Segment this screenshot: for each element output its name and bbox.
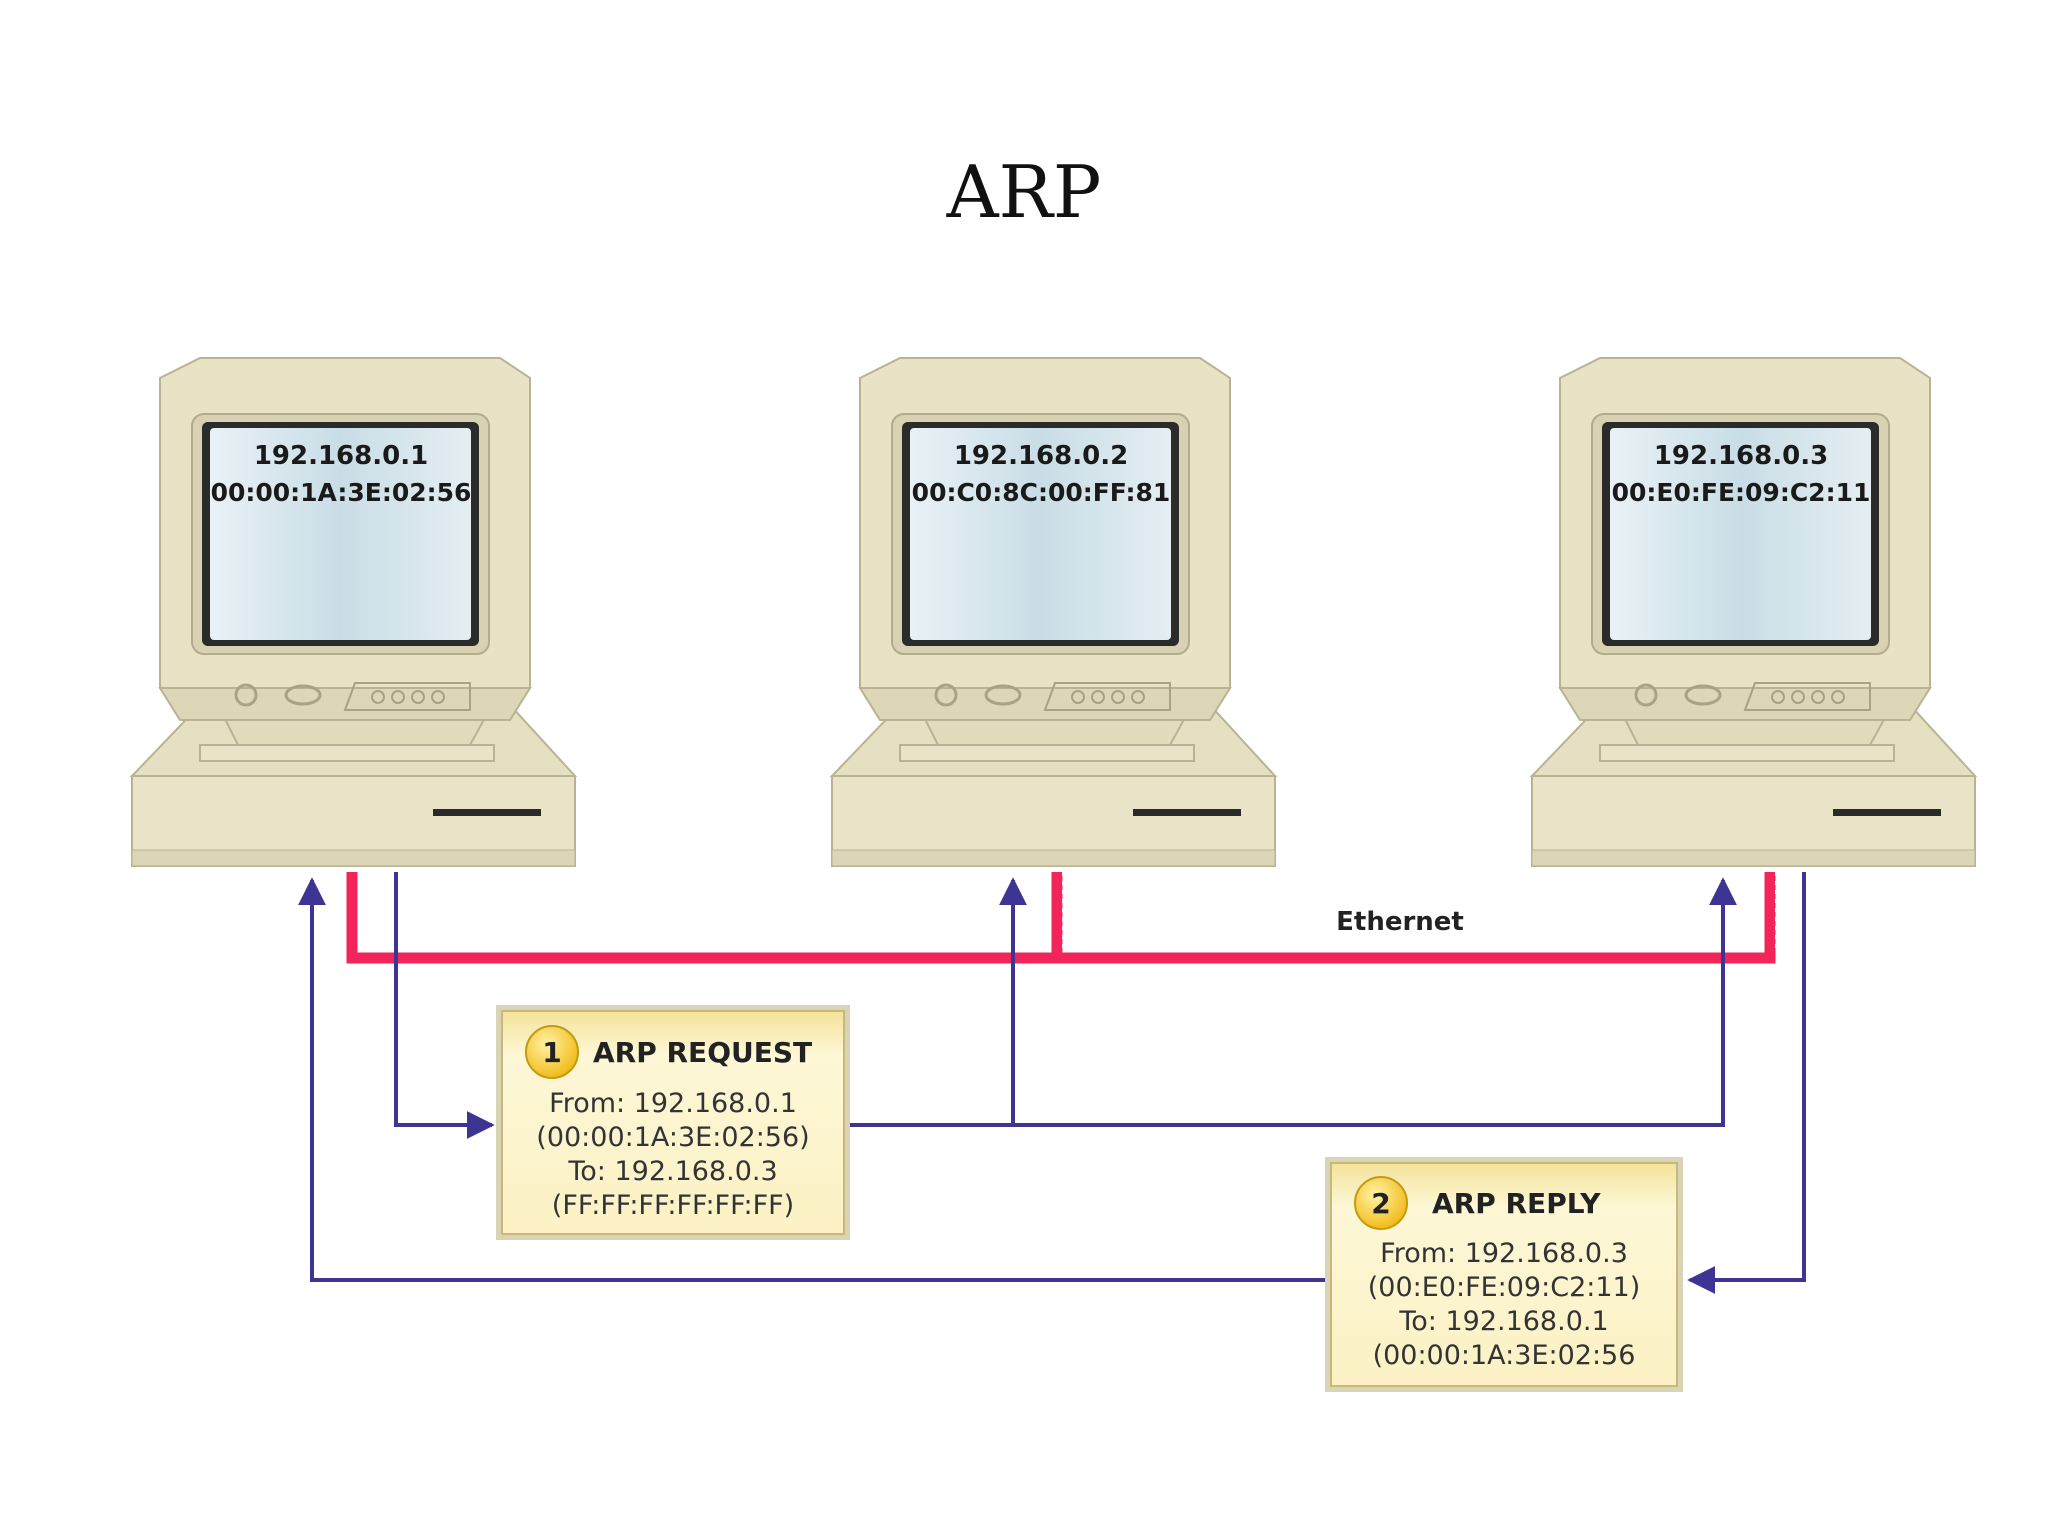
request-title: ARP REQUEST xyxy=(593,1036,812,1069)
power-button-icon xyxy=(984,684,1022,706)
computer-ip: 192.168.0.2 xyxy=(954,441,1128,471)
reply-title: ARP REPLY xyxy=(1432,1187,1601,1220)
arp-request-box: 1 ARP REQUEST From: 192.168.0.1 (00:00:1… xyxy=(496,1005,850,1240)
drive-slot xyxy=(1133,809,1241,816)
request-number: 1 xyxy=(542,1036,561,1069)
page-title: ARP xyxy=(946,150,1102,234)
power-button-icon xyxy=(284,684,322,706)
reply-signal-lines xyxy=(298,872,1806,1294)
computer-mac: 00:C0:8C:00:FF:81 xyxy=(912,478,1171,507)
step-badge-2 xyxy=(1354,1176,1408,1230)
arp-reply-box: 2 ARP REPLY From: 192.168.0.3 (00:E0:FE:… xyxy=(1325,1157,1683,1392)
request-from-mac: (00:00:1A:3E:02:56) xyxy=(536,1122,809,1153)
request-signal-lines xyxy=(394,872,1737,1139)
monitor-screen xyxy=(1610,428,1871,640)
request-from: From: 192.168.0.1 xyxy=(549,1088,797,1119)
computer-2: 192.168.0.2 00:C0:8C:00:FF:81 xyxy=(829,357,1278,867)
dpad-icon xyxy=(934,683,958,707)
monitor-screen xyxy=(910,428,1171,640)
request-to-mac: (FF:FF:FF:FF:FF:FF) xyxy=(552,1190,794,1221)
power-button-icon xyxy=(1684,684,1722,706)
reply-to-mac: (00:00:1A:3E:02:56 xyxy=(1373,1340,1636,1371)
computer-3: 192.168.0.3 00:E0:FE:09:C2:11 xyxy=(1529,357,1978,867)
computer-mac: 00:E0:FE:09:C2:11 xyxy=(1612,478,1871,507)
computer-ip: 192.168.0.1 xyxy=(254,441,428,471)
computer-1: 192.168.0.1 00:00:1A:3E:02:56 xyxy=(129,357,578,867)
drive-slot xyxy=(433,809,541,816)
monitor-screen xyxy=(210,428,471,640)
computer-ip: 192.168.0.3 xyxy=(1654,441,1828,471)
drive-slot xyxy=(1833,809,1941,816)
ethernet-label: Ethernet xyxy=(1336,907,1464,937)
reply-from: From: 192.168.0.3 xyxy=(1380,1238,1628,1269)
reply-to: To: 192.168.0.1 xyxy=(1398,1306,1608,1337)
ethernet-bus xyxy=(346,872,1777,964)
dpad-icon xyxy=(234,683,258,707)
step-badge-1 xyxy=(525,1025,579,1079)
computer-mac: 00:00:1A:3E:02:56 xyxy=(211,478,472,507)
reply-from-mac: (00:E0:FE:09:C2:11) xyxy=(1368,1272,1640,1303)
request-to: To: 192.168.0.3 xyxy=(567,1156,777,1187)
reply-number: 2 xyxy=(1371,1187,1390,1220)
dpad-icon xyxy=(1634,683,1658,707)
